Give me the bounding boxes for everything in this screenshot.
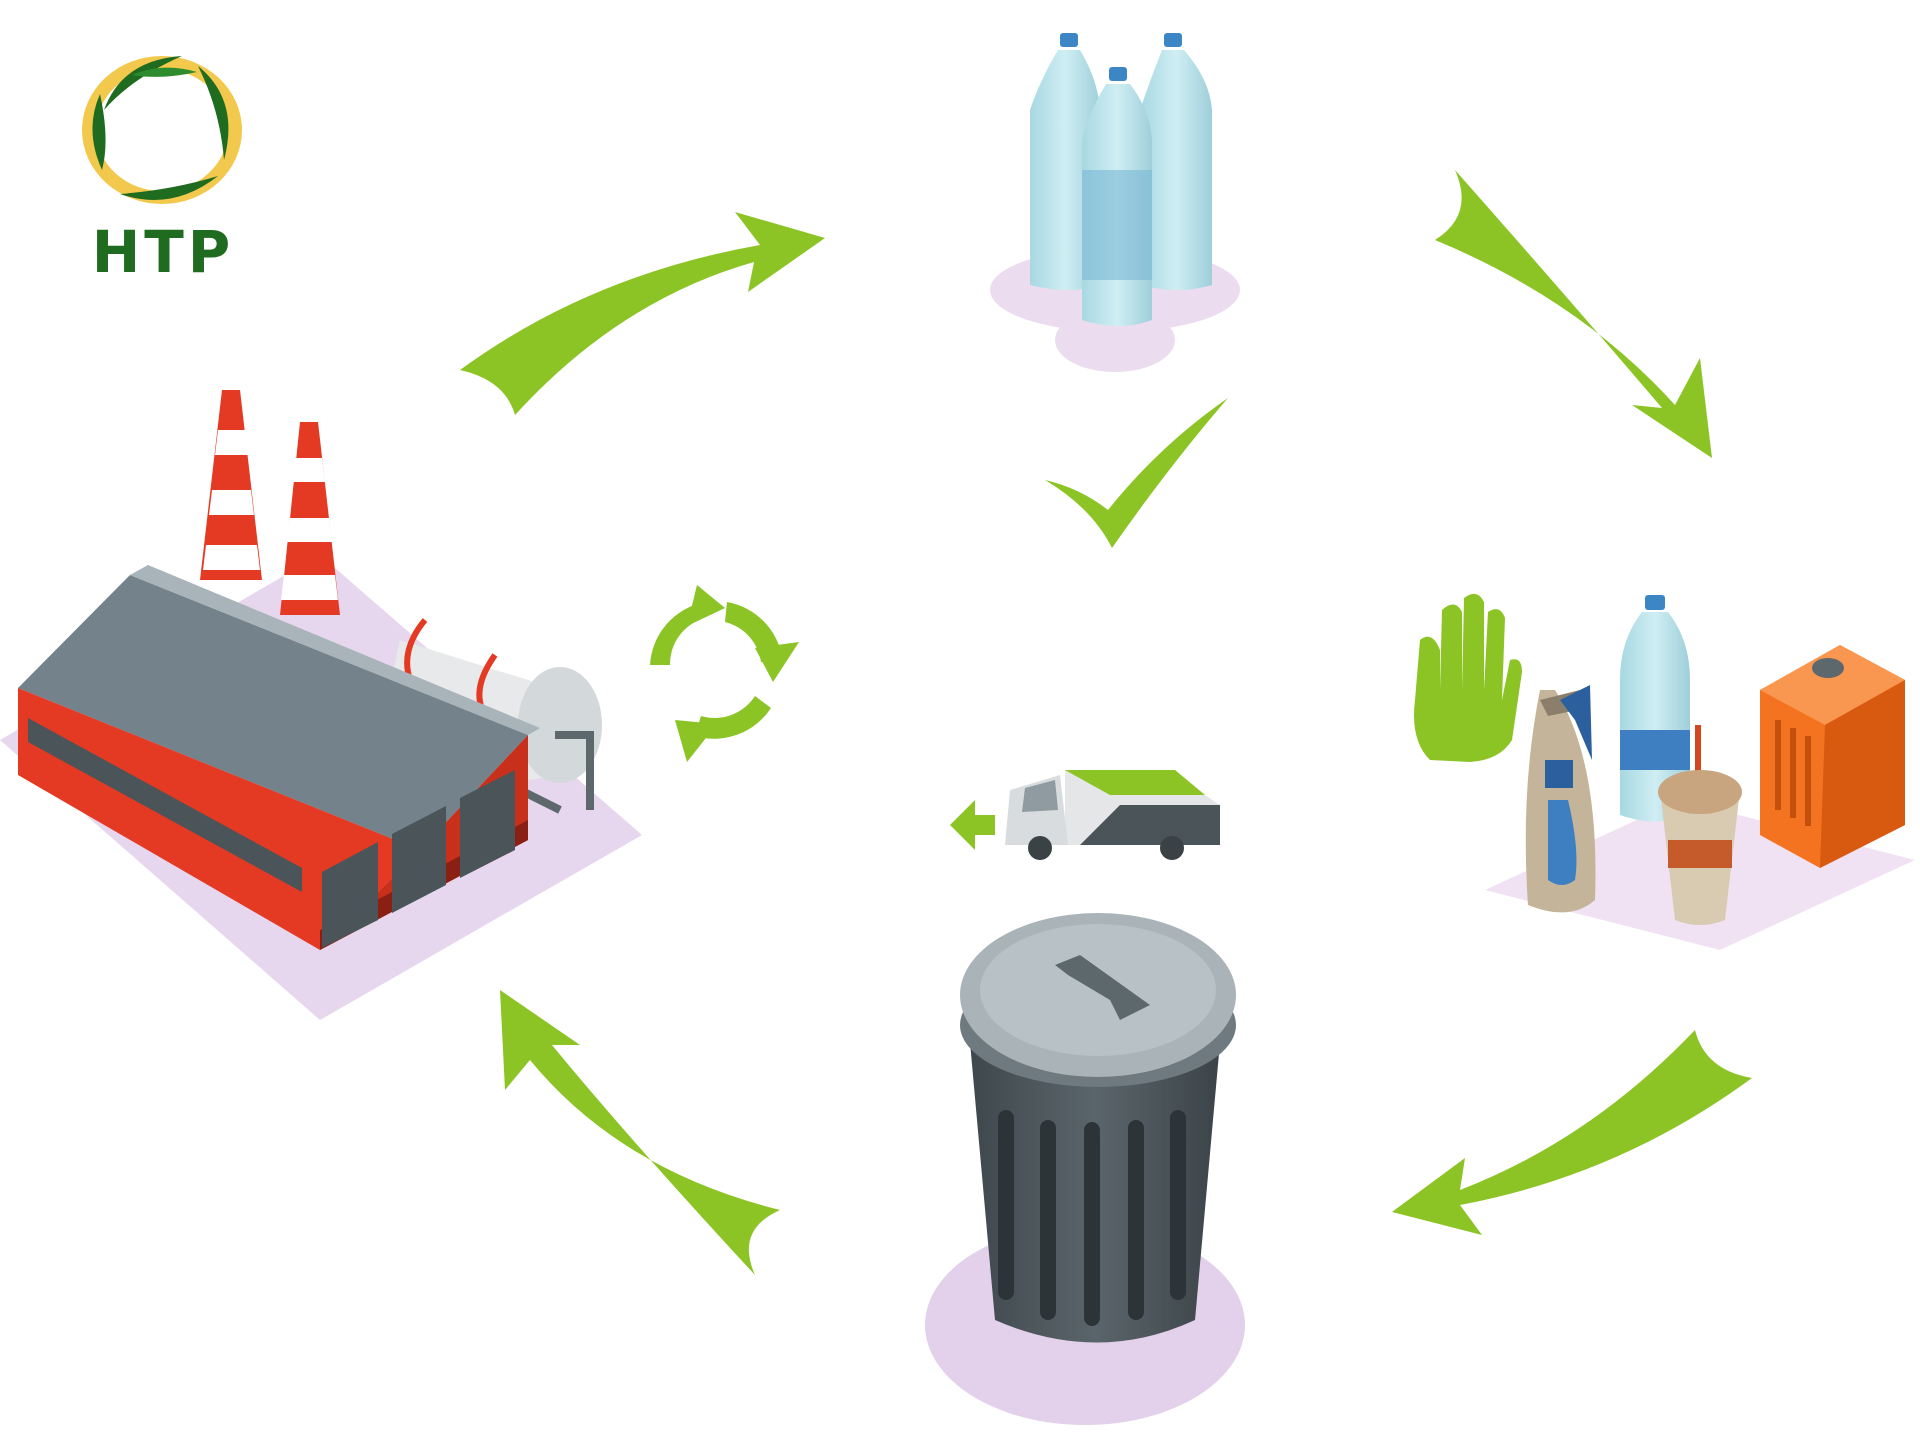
- arrow-bottles-to-waste: [1435, 170, 1712, 458]
- garage-door: [460, 770, 515, 878]
- bottle-front: [1082, 67, 1152, 326]
- water-bottle: [1620, 595, 1690, 822]
- mixed-waste-items-icon: [1414, 593, 1915, 950]
- factory-roof: [18, 575, 528, 850]
- spray-bottle: [1525, 685, 1596, 913]
- plastic-bottles-icon: [990, 33, 1240, 372]
- truck-wheel: [1028, 836, 1052, 860]
- arrow-factory-to-bottles: [460, 212, 825, 415]
- chimney-right: [280, 422, 340, 615]
- truck-wheel: [1160, 836, 1184, 860]
- checkmark-icon: [1045, 398, 1228, 548]
- trash-can-ridges: [998, 1110, 1186, 1326]
- factory-front-wall: [18, 688, 420, 950]
- recycle-icon: [650, 585, 799, 762]
- chimney-left: [200, 390, 262, 580]
- logo-text: HTP: [91, 218, 235, 286]
- factory-icon: [0, 390, 642, 1020]
- factory-window-strip: [28, 718, 302, 892]
- coffee-cup: [1658, 725, 1742, 925]
- bottle-right: [1140, 33, 1212, 290]
- trash-can-icon: [925, 913, 1245, 1425]
- left-arrow-icon: [950, 800, 995, 850]
- arrow-trash-to-factory: [500, 990, 780, 1275]
- stop-hand-icon: [1414, 593, 1522, 762]
- garage-door: [392, 806, 446, 913]
- arrow-waste-to-trash: [1392, 1030, 1752, 1235]
- htp-logo: [82, 56, 242, 204]
- jerrycan: [1760, 645, 1905, 868]
- garage-door: [322, 842, 378, 948]
- cycle-arrows: [460, 170, 1752, 1275]
- lid-handle: [1055, 955, 1150, 1020]
- garbage-truck-icon: [950, 770, 1220, 860]
- leaf-ring-icon: [82, 56, 242, 204]
